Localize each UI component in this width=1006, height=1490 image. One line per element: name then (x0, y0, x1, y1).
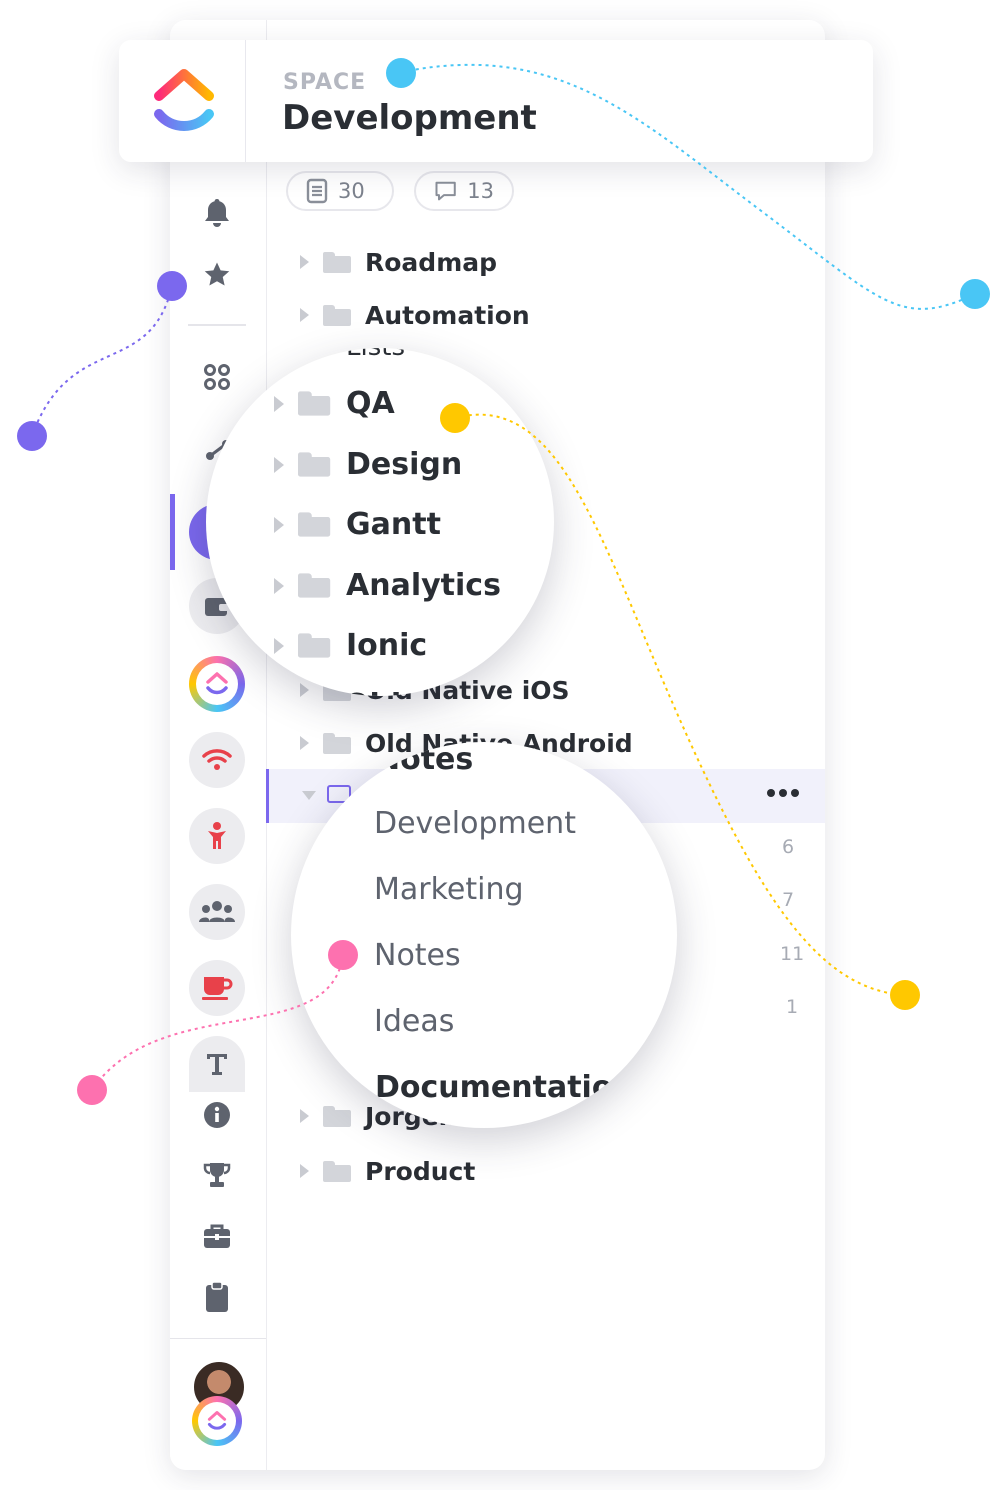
folder-title: Notes (375, 742, 474, 777)
comments-count: 13 (467, 179, 494, 203)
expand-caret-icon[interactable] (300, 736, 309, 750)
folder-label: Design (346, 447, 463, 482)
folder-row-automation[interactable]: Automation (300, 295, 530, 335)
person-icon[interactable] (189, 808, 245, 864)
list-count: 1 (786, 996, 799, 1018)
expand-caret-icon[interactable] (274, 456, 284, 473)
expand-caret-icon[interactable] (300, 1109, 309, 1123)
folder-row-analytics[interactable]: Analytics (274, 568, 501, 603)
folder-row-qa[interactable]: QA (274, 386, 395, 421)
connector-dot (17, 421, 47, 451)
folder-icon (298, 512, 331, 537)
folder-label: Product (365, 1156, 476, 1186)
star-icon[interactable] (198, 256, 236, 294)
list-item[interactable]: Ideas (374, 1004, 455, 1039)
apps-icon[interactable] (198, 358, 236, 396)
folder-icon (298, 573, 331, 598)
connector-dot (386, 58, 416, 88)
clipboard-icon[interactable] (198, 1278, 236, 1316)
document-icon (306, 178, 328, 204)
connector-dot (890, 980, 920, 1010)
ghost-label: Lists (346, 348, 405, 362)
docs-count: 30 (338, 179, 365, 203)
list-count: 11 (780, 943, 805, 965)
folder-label: Gantt (346, 507, 441, 542)
folder-icon (323, 1160, 351, 1182)
expand-caret-icon[interactable] (274, 637, 284, 654)
folder-row-ionic[interactable]: Ionic (274, 628, 427, 663)
folder-icon (323, 251, 351, 273)
team-icon[interactable] (189, 884, 245, 940)
clickup-logo (153, 64, 215, 142)
folder-icon (323, 732, 351, 754)
coffee-icon[interactable] (189, 960, 245, 1016)
folder-icon (298, 452, 331, 477)
connector-dot (328, 940, 358, 970)
ghost-label: Old Nat (344, 688, 471, 696)
folder-row-product[interactable]: Product (300, 1151, 475, 1191)
folder-open-icon (327, 785, 351, 803)
folder-icon (298, 391, 331, 416)
expand-caret-icon[interactable] (300, 255, 309, 269)
list-count: 7 (782, 889, 795, 911)
list-item[interactable]: Notes (374, 938, 461, 973)
info-icon[interactable] (198, 1096, 236, 1134)
folder-row-gantt[interactable]: Gantt (274, 507, 441, 542)
folder-label[interactable]: Documentation (375, 1070, 634, 1105)
connector-dot (440, 403, 470, 433)
folder-icon (298, 633, 331, 658)
folder-label: QA (346, 386, 395, 421)
magnifier-lens-folders: Lists QA Design Gantt Analytics Ionic Ol… (206, 348, 554, 696)
header-divider (245, 40, 246, 162)
collapse-caret-icon[interactable] (302, 791, 316, 800)
wifi-icon[interactable] (189, 732, 245, 788)
comment-icon (435, 181, 456, 201)
clickup-logo-icon[interactable] (189, 656, 245, 712)
folder-row-roadmap[interactable]: Roadmap (300, 242, 497, 282)
expand-caret-icon[interactable] (300, 308, 309, 322)
workspace-logo[interactable] (192, 1396, 242, 1446)
list-count: 6 (782, 836, 795, 858)
space-header: SPACE Development (119, 40, 873, 162)
comments-counter[interactable]: 13 (414, 171, 514, 211)
expand-caret-icon[interactable] (274, 516, 284, 533)
magnifier-lens-lists: Notes Development Marketing Notes Ideas … (291, 742, 677, 1128)
connector-dot (77, 1075, 107, 1105)
rail-divider (188, 324, 246, 326)
text-icon[interactable] (189, 1036, 245, 1092)
page-title: Development (282, 98, 537, 138)
expand-caret-icon[interactable] (300, 1164, 309, 1178)
folder-row-design[interactable]: Design (274, 447, 462, 482)
expand-caret-icon[interactable] (274, 395, 284, 412)
space-label: SPACE (283, 70, 367, 95)
folder-label: Ionic (346, 628, 428, 663)
expand-caret-icon[interactable] (274, 577, 284, 594)
rail-active-indicator (170, 494, 175, 570)
bell-icon[interactable] (198, 194, 236, 232)
connector-dot (157, 271, 187, 301)
folder-icon (323, 1105, 351, 1127)
connector-dot (960, 279, 990, 309)
folder-icon (323, 304, 351, 326)
expand-caret-icon[interactable] (300, 683, 309, 697)
list-item[interactable]: Marketing (374, 872, 524, 907)
docs-counter[interactable]: 30 (286, 171, 394, 211)
folder-label: Automation (365, 300, 530, 330)
trophy-icon[interactable] (198, 1156, 236, 1194)
rail-divider-bottom (170, 1338, 266, 1339)
list-item[interactable]: Development (374, 806, 576, 841)
briefcase-icon[interactable] (198, 1217, 236, 1255)
folder-label: Roadmap (365, 247, 498, 277)
folder-label: Analytics (346, 568, 501, 603)
more-options-icon[interactable] (767, 789, 799, 797)
